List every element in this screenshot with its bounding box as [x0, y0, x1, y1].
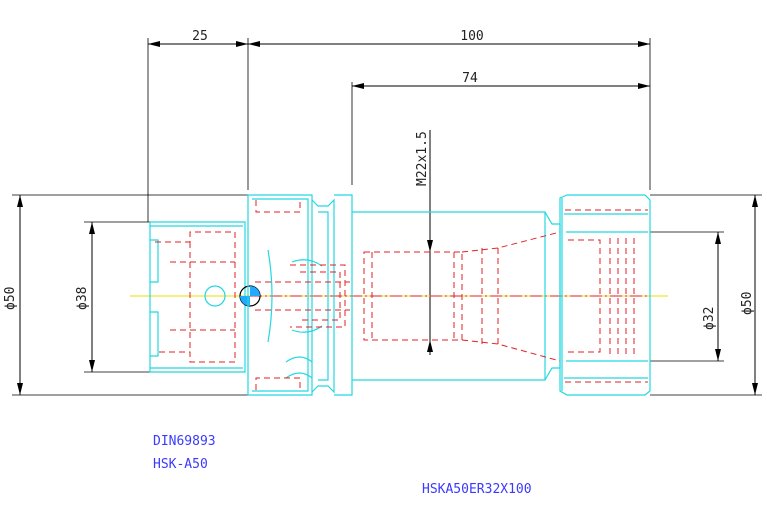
dim-25-label: 25 [192, 29, 208, 44]
part-outline [149, 194, 651, 396]
dim-100-label: 100 [460, 29, 483, 44]
interface-note: HSK-A50 [153, 457, 208, 472]
dim-right-outer-label: ϕ50 [740, 292, 755, 315]
dimension-lines [12, 38, 762, 396]
part-number-note: HSKA50ER32X100 [422, 482, 532, 497]
dim-left-inner-label: ϕ38 [75, 287, 90, 310]
hidden-lines [155, 200, 648, 390]
dim-right-inner-label: ϕ32 [702, 307, 717, 330]
dim-left-outer-label: ϕ50 [3, 287, 18, 310]
dim-74-label: 74 [462, 71, 478, 86]
dim-thread-label: M22x1.5 [415, 131, 430, 186]
standard-note: DIN69893 [153, 434, 216, 449]
